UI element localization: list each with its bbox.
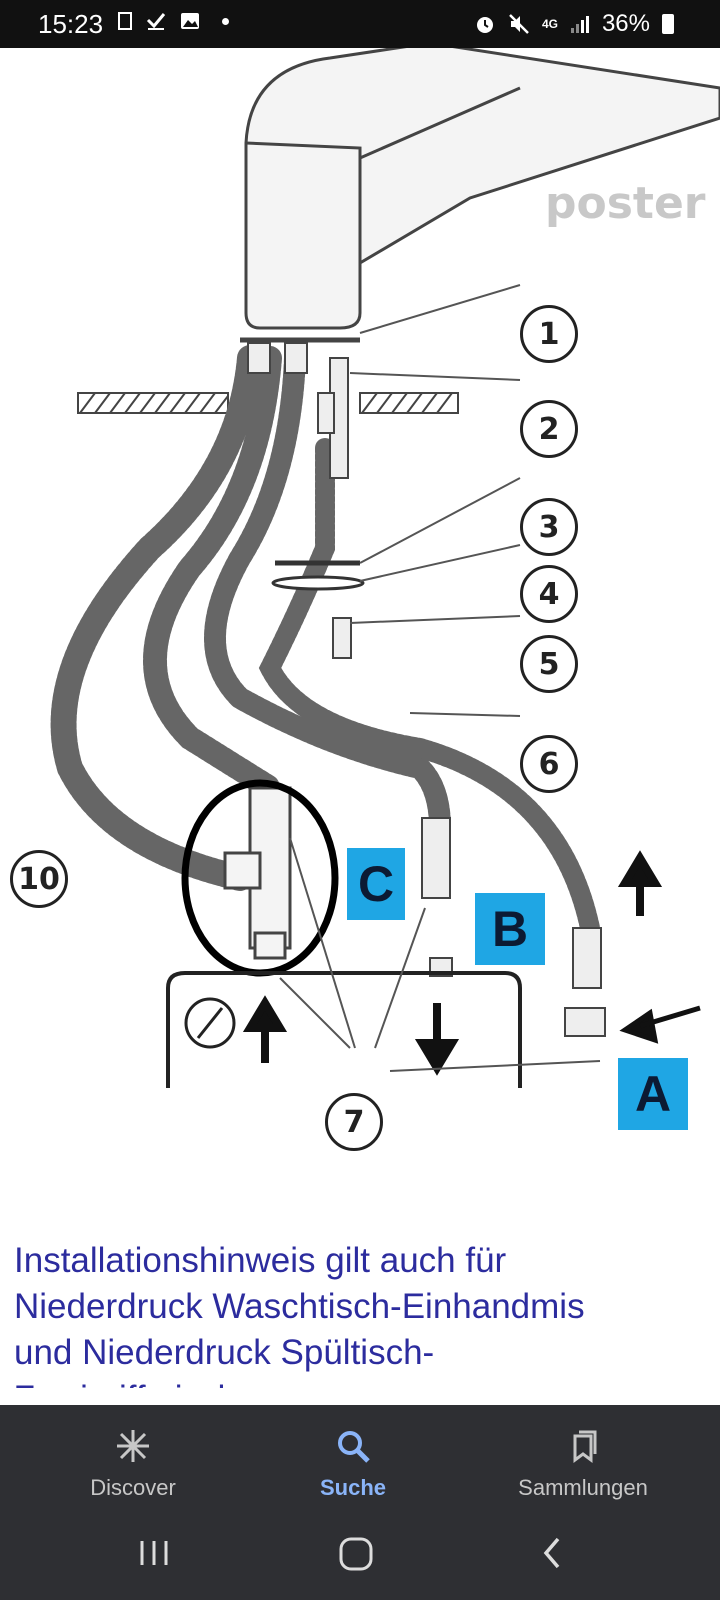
status-bar: 15:23 4G 36% <box>0 0 720 48</box>
arrow-up-icon <box>242 995 288 1063</box>
callout-1: 1 <box>520 305 578 363</box>
nav-collections[interactable]: Sammlungen <box>483 1425 683 1501</box>
countertop-left <box>77 392 229 414</box>
callout-2: 2 <box>520 400 578 458</box>
bottom-navigation: Discover Suche Sammlungen <box>0 1405 720 1510</box>
nav-label: Sammlungen <box>518 1475 648 1500</box>
battery-icon <box>662 14 674 34</box>
callout-10: 10 <box>10 850 68 908</box>
power-symbol-icon <box>184 997 236 1049</box>
search-icon <box>338 1431 370 1463</box>
arrow-up-icon <box>617 850 663 916</box>
label-c: C <box>347 848 405 920</box>
asterisk-icon <box>117 1430 149 1462</box>
arrow-down-icon <box>414 1003 460 1076</box>
diagram-drawing: poster <box>50 41 720 1088</box>
callout-3: 3 <box>520 498 578 556</box>
countertop-right <box>359 392 459 414</box>
label-b: B <box>475 893 545 965</box>
caption-line: und Niederdruck Spültisch- <box>14 1333 435 1372</box>
nav-label: Suche <box>319 1475 387 1500</box>
network-type: 4G <box>541 17 558 31</box>
status-time: 15:23 <box>38 9 104 39</box>
signal-icon <box>570 16 589 33</box>
caption-line: Zweigriffmischer <box>14 1376 720 1388</box>
nav-discover[interactable]: Discover <box>33 1425 233 1501</box>
recent-apps-icon[interactable] <box>136 1535 172 1571</box>
callout-6: 6 <box>520 735 578 793</box>
label-a: A <box>618 1058 688 1130</box>
home-icon[interactable] <box>337 1535 375 1573</box>
nav-label: Discover <box>90 1475 176 1500</box>
mute-icon <box>509 14 529 34</box>
caption-line: Niederdruck Waschtisch-Einhandmis <box>14 1287 585 1326</box>
image-caption[interactable]: Installationshinweis gilt auch für Niede… <box>14 1238 720 1388</box>
notification-dot-icon <box>222 17 229 25</box>
faucet-installation-diagram[interactable]: poster 1 2 3 4 5 6 7 10 C B A <box>0 41 720 1198</box>
callout-4: 4 <box>520 565 578 623</box>
caption-line: Installationshinweis gilt auch für <box>14 1241 507 1280</box>
check-icon <box>146 13 166 30</box>
callout-7: 7 <box>325 1093 383 1151</box>
arrow-left-icon <box>619 1005 701 1044</box>
alarm-icon <box>476 17 493 33</box>
watermark: poster <box>545 178 706 229</box>
nav-search[interactable]: Suche <box>253 1425 453 1501</box>
callout-5: 5 <box>520 635 578 693</box>
collections-icon <box>573 1430 597 1463</box>
back-icon[interactable] <box>538 1535 568 1571</box>
gallery-icon <box>181 13 199 29</box>
sim-icon <box>118 12 132 30</box>
battery-percent: 36% <box>601 10 650 37</box>
system-navigation-bar <box>0 1510 720 1600</box>
